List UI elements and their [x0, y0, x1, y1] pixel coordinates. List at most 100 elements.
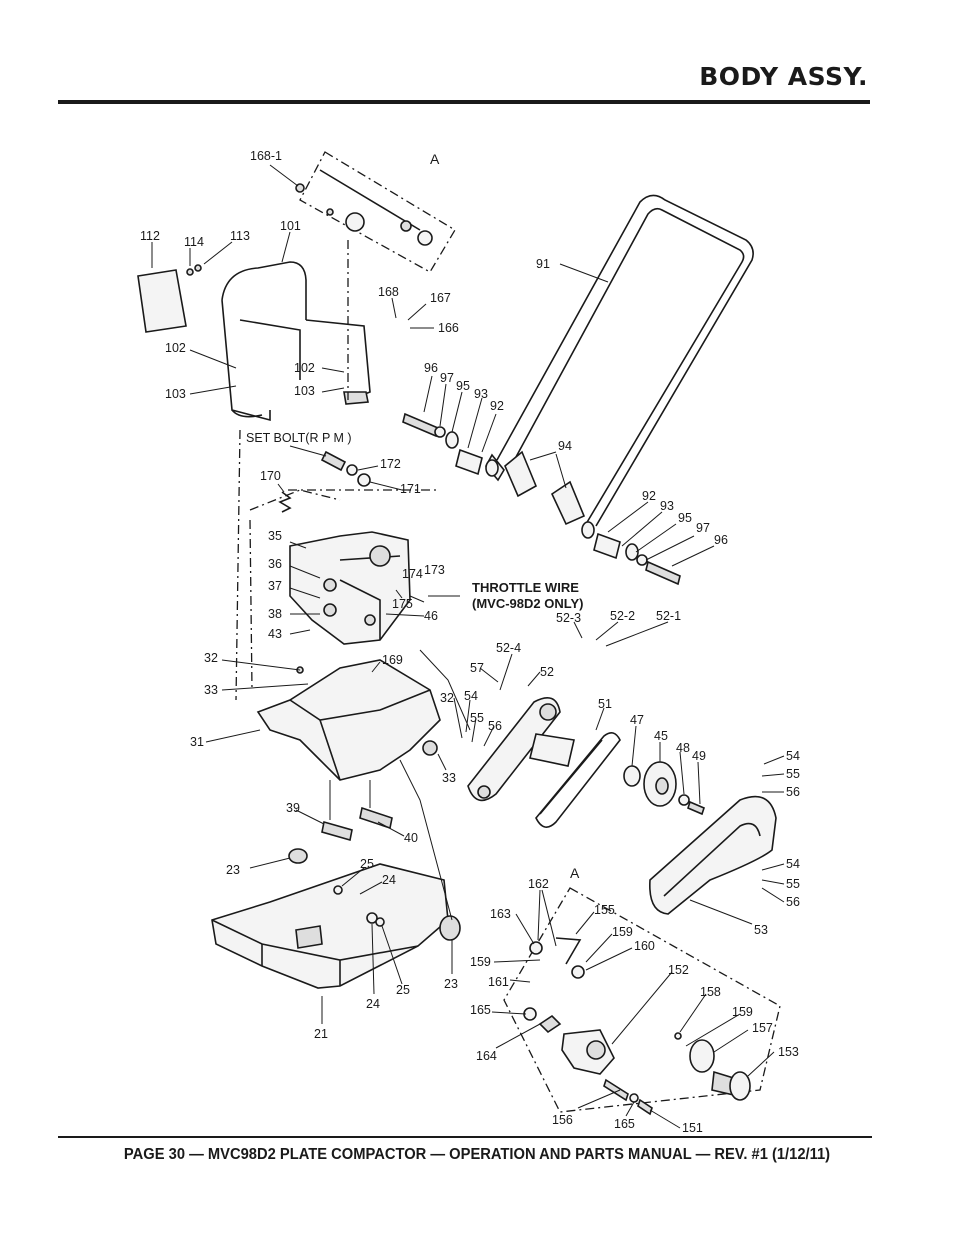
callout-24-top: 24 — [382, 873, 396, 887]
callout-171: 171 — [400, 482, 421, 496]
callout-21: 21 — [314, 1027, 328, 1041]
callout-165-bottom: 165 — [614, 1117, 635, 1131]
callout-throttle-wire: THROTTLE WIRE — [472, 580, 579, 595]
callout-52-4: 52-4 — [496, 641, 521, 655]
callout-55-cover-bottom: 55 — [786, 877, 800, 891]
callout-155: 155 — [594, 903, 615, 917]
callout-56-cover-bottom: 56 — [786, 895, 800, 909]
callout-159-mid: 159 — [470, 955, 491, 969]
callout-101: 101 — [280, 219, 301, 233]
callout-166: 166 — [438, 321, 459, 335]
callout-94: 94 — [558, 439, 572, 453]
callout-32-left: 32 — [204, 651, 218, 665]
callout-92-top: 92 — [490, 399, 504, 413]
callout-152: 152 — [668, 963, 689, 977]
callout-95-bottom: 95 — [678, 511, 692, 525]
callout-36: 36 — [268, 557, 282, 571]
callout-96-top: 96 — [424, 361, 438, 375]
callout-33-right: 33 — [442, 771, 456, 785]
footer-rule — [58, 1136, 872, 1138]
callout-103-left: 103 — [165, 387, 186, 401]
callout-49: 49 — [692, 749, 706, 763]
callout-45: 45 — [654, 729, 668, 743]
callout-156: 156 — [552, 1113, 573, 1127]
page-title: BODY ASSY. — [699, 62, 868, 91]
callout-39: 39 — [286, 801, 300, 815]
callout-158: 158 — [700, 985, 721, 999]
callout-151: 151 — [682, 1121, 703, 1135]
callout-93-top: 93 — [474, 387, 488, 401]
callout-55-cover-top: 55 — [786, 767, 800, 781]
callout-40: 40 — [404, 831, 418, 845]
callout-52-3: 52-3 — [556, 611, 581, 625]
callout-38: 38 — [268, 607, 282, 621]
callout-53: 53 — [754, 923, 768, 937]
callout-112: 112 — [140, 229, 160, 243]
callout-54-cover-bottom: 54 — [786, 857, 800, 871]
callout-35: 35 — [268, 529, 282, 543]
diagram-drawing — [137, 151, 781, 1116]
header-rule — [58, 100, 870, 104]
callout-172: 172 — [380, 457, 401, 471]
callout-164: 164 — [476, 1049, 497, 1063]
callout-167: 167 — [430, 291, 451, 305]
callout-93-bottom: 93 — [660, 499, 674, 513]
callout-52: 52 — [540, 665, 554, 679]
callout-168: 168 — [378, 285, 399, 299]
callout-102-right: 102 — [294, 361, 315, 375]
callout-24-bottom: 24 — [366, 997, 380, 1011]
callout-52-2: 52-2 — [610, 609, 635, 623]
callout-113: 113 — [230, 229, 250, 243]
callout-46: 46 — [424, 609, 438, 623]
callout-56-cover-top: 56 — [786, 785, 800, 799]
callout-174: 174 — [402, 567, 423, 581]
callout-labels: 168-1 A 112 114 113 101 168 167 166 91 1… — [140, 149, 800, 1135]
callout-170: 170 — [260, 469, 281, 483]
callout-97-bottom: 97 — [696, 521, 710, 535]
callout-153: 153 — [778, 1045, 799, 1059]
callout-159-upper: 159 — [612, 925, 633, 939]
callout-168-1: 168-1 — [250, 149, 282, 163]
callout-169: 169 — [382, 653, 403, 667]
callout-96-bottom: 96 — [714, 533, 728, 547]
callout-165-left: 165 — [470, 1003, 491, 1017]
callout-91: 91 — [536, 257, 550, 271]
callout-a-bottom: A — [570, 865, 580, 881]
leader-lines — [151, 164, 785, 1129]
callout-102-left: 102 — [165, 341, 186, 355]
callout-32-right: 32 — [440, 691, 454, 705]
callout-25-bottom: 25 — [396, 983, 410, 997]
callout-47: 47 — [630, 713, 644, 727]
callout-54-belt: 54 — [464, 689, 478, 703]
callout-159-lower: 159 — [732, 1005, 753, 1019]
callout-37: 37 — [268, 579, 282, 593]
callout-114: 114 — [184, 235, 204, 249]
callout-95-top: 95 — [456, 379, 470, 393]
callout-92-bottom: 92 — [642, 489, 656, 503]
callout-162: 162 — [528, 877, 549, 891]
callout-23-bottom: 23 — [444, 977, 458, 991]
callout-31: 31 — [190, 735, 204, 749]
callout-48: 48 — [676, 741, 690, 755]
callout-55-belt: 55 — [470, 711, 484, 725]
callout-set-bolt: SET BOLT(R P M ) — [246, 431, 352, 445]
callout-33-left: 33 — [204, 683, 218, 697]
callout-57: 57 — [470, 661, 484, 675]
callout-161: 161 — [488, 975, 509, 989]
callout-157: 157 — [752, 1021, 773, 1035]
callout-52-1: 52-1 — [656, 609, 681, 623]
page-footer: PAGE 30 — MVC98D2 PLATE COMPACTOR — OPER… — [123, 1146, 831, 1163]
callout-a-top: A — [430, 151, 440, 167]
callout-103-right: 103 — [294, 384, 315, 398]
callout-54-cover-top: 54 — [786, 749, 800, 763]
callout-163: 163 — [490, 907, 511, 921]
callout-97-top: 97 — [440, 371, 454, 385]
callout-56-belt: 56 — [488, 719, 502, 733]
callout-throttle-note: (MVC-98D2 ONLY) — [472, 596, 583, 611]
callout-175: 175 — [392, 597, 413, 611]
callout-43: 43 — [268, 627, 282, 641]
callout-173: 173 — [424, 563, 445, 577]
callout-51: 51 — [598, 697, 612, 711]
callout-25-top: 25 — [360, 857, 374, 871]
